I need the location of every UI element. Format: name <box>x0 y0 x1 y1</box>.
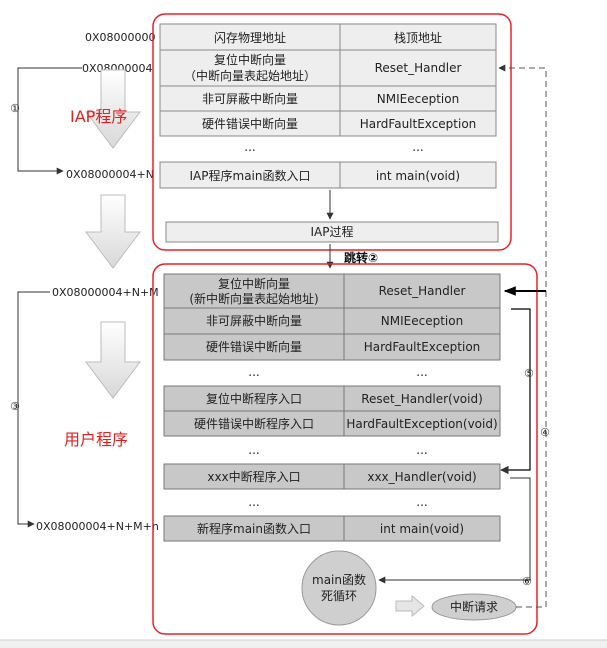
loop-to-irq-arrow <box>395 594 425 618</box>
iap-reset-left-line2: （中断向量表起始地址） <box>184 68 316 83</box>
user-dots-right-3: ... <box>416 495 427 509</box>
jump-label: 跳转② <box>344 250 378 265</box>
user-hf-entry-right-cell <box>343 410 501 437</box>
user-dots-left-1: ... <box>248 365 259 379</box>
marker-1: ① <box>10 102 20 115</box>
user-xxx-entry-right: xxx_Handler(void) <box>367 470 476 484</box>
user-nmi-left-cell <box>163 307 345 335</box>
iap-header-left: 闪存物理地址 <box>214 31 286 45</box>
user-program-frame <box>152 263 538 635</box>
user-hf-entry-left: 硬件错误中断程序入口 <box>194 416 314 431</box>
iap-reset-right-cell <box>339 49 497 87</box>
iap-main-right-cell <box>339 161 497 189</box>
user-main-right: int main(void) <box>380 522 464 536</box>
user-reset-left-line2: (新中断向量表起始地址) <box>189 291 318 306</box>
main-loop-line2: 死循环 <box>321 589 357 603</box>
address-label-user-main: 0X08000004+N+M+n <box>36 520 159 533</box>
iap-main-left: IAP程序main函数入口 <box>190 168 311 183</box>
iap-main-left-cell <box>159 161 341 189</box>
user-main-left-cell <box>163 515 345 542</box>
user-dots-right-1: ... <box>416 365 427 379</box>
user-hf-entry-right: HardFaultException(void) <box>346 417 497 431</box>
user-reset-left-cell <box>163 273 345 309</box>
marker-3: ③ <box>10 400 20 413</box>
user-hf-entry-left-cell <box>163 410 345 437</box>
iap-header-right-cell <box>339 23 497 51</box>
down-arrow-1 <box>85 69 141 149</box>
iap-reset-right: Reset_Handler <box>375 61 462 75</box>
iap-dots-left: ... <box>244 140 255 154</box>
window-bottom-bar <box>0 640 607 648</box>
user-nmi-left: 非可屏蔽中断向量 <box>206 313 302 328</box>
user-reset-right: Reset_Handler <box>379 284 466 298</box>
dashed-flow-line-4 <box>498 64 547 608</box>
iap-reset-left-line1: 复位中断向量 <box>214 52 286 67</box>
main-loop-line1: main函数 <box>312 572 366 587</box>
user-main-right-cell <box>343 515 501 542</box>
iap-hardfault-right-cell <box>339 110 497 137</box>
iap-vector-table <box>159 23 499 243</box>
flow-line-5 <box>500 308 531 475</box>
iap-hardfault-left: 硬件错误中断向量 <box>202 116 298 131</box>
user-xxx-entry-left-cell <box>163 463 345 490</box>
section-label-iap: IAP程序 <box>70 107 127 126</box>
user-reset-entry-left: 复位中断程序入口 <box>206 391 302 406</box>
user-reset-entry-right-cell <box>343 385 501 412</box>
iap-nmi-left: 非可屏蔽中断向量 <box>202 91 298 106</box>
user-reset-entry-right: Reset_Handler(void) <box>361 392 483 406</box>
iap-nmi-right: NMIEeception <box>377 92 459 106</box>
user-hardfault-right: HardFaultException <box>364 340 481 354</box>
user-hardfault-left-cell <box>163 333 345 361</box>
user-dots-left-3: ... <box>248 495 259 509</box>
user-hardfault-left: 硬件错误中断向量 <box>206 339 302 354</box>
user-reset-entry-left-cell <box>163 385 345 412</box>
user-nmi-right-cell <box>343 307 501 335</box>
iap-dots-right: ... <box>412 140 423 154</box>
flow-line-6 <box>378 477 531 584</box>
iap-process-label: IAP过程 <box>311 224 354 239</box>
iap-program-frame <box>152 13 512 251</box>
down-arrow-2 <box>85 194 141 269</box>
iap-hardfault-left-cell <box>159 110 341 137</box>
iap-main-right: int main(void) <box>376 169 460 183</box>
down-arrow-3 <box>85 321 141 399</box>
interrupt-request-label: 中断请求 <box>450 599 498 614</box>
user-dots-right-2: ... <box>416 443 427 457</box>
user-vector-table <box>163 273 501 542</box>
user-hardfault-right-cell <box>343 333 501 361</box>
address-label-iap-main: 0X08000004+N <box>66 168 154 181</box>
user-main-left: 新程序main函数入口 <box>197 521 311 536</box>
user-reset-left-line1: 复位中断向量 <box>218 276 290 291</box>
iap-nmi-left-cell <box>159 85 341 112</box>
iap-hardfault-right: HardFaultException <box>360 117 477 131</box>
flow-line-1 <box>17 67 82 175</box>
address-label-reset: 0X08000004 <box>82 62 153 75</box>
user-dots-left-2: ... <box>248 443 259 457</box>
marker-6: ⑥ <box>522 575 532 588</box>
iap-process-box <box>165 221 499 243</box>
iap-header-right: 栈顶地址 <box>394 30 442 45</box>
user-xxx-entry-left: xxx中断程序入口 <box>207 469 300 484</box>
main-loop-circle <box>301 550 377 626</box>
marker-5: ⑤ <box>524 367 534 380</box>
section-label-user: 用户程序 <box>64 430 128 449</box>
flow-line-3 <box>17 291 50 528</box>
marker-4: ④ <box>540 426 550 439</box>
address-label-user-vector: 0X08000004+N+M <box>52 286 159 299</box>
iap-nmi-right-cell <box>339 85 497 112</box>
user-xxx-entry-right-cell <box>343 463 501 490</box>
address-label-base: 0X08000000 <box>85 31 156 44</box>
user-nmi-right: NMIEeception <box>381 314 463 328</box>
